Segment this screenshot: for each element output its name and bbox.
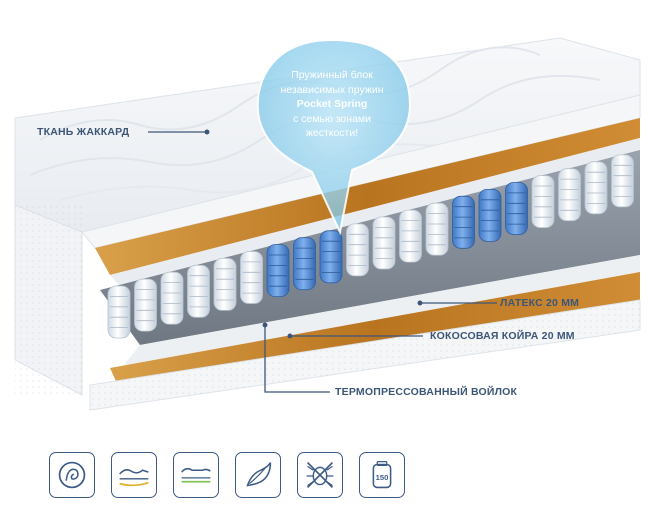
spring bbox=[372, 216, 396, 270]
natural-materials-icon bbox=[235, 452, 281, 498]
spring bbox=[399, 209, 422, 263]
orthopedic-support-icon bbox=[111, 452, 157, 498]
spring bbox=[107, 285, 131, 339]
bubble-line-2: независимых пружин bbox=[280, 83, 384, 96]
spring bbox=[452, 195, 475, 249]
spring bbox=[478, 188, 502, 242]
spring bbox=[505, 182, 528, 235]
label-felt: ТЕРМОПРЕССОВАННЫЙ ВОЙЛОК bbox=[335, 386, 518, 398]
max-load-value: 150 bbox=[376, 473, 389, 482]
spring bbox=[425, 202, 449, 256]
bubble-text: Пружинный блок независимых пружин Pocket… bbox=[262, 68, 402, 141]
callout-lines bbox=[148, 129, 497, 393]
mattress-side-panel bbox=[14, 204, 83, 396]
bubble-line-3: Pocket Spring bbox=[296, 98, 368, 110]
bubble-line-4: с семью зонами bbox=[293, 112, 371, 125]
spring bbox=[346, 223, 369, 277]
spring bbox=[134, 278, 157, 332]
label-coir: КОКОСОВАЯ КОЙРА 20 ММ bbox=[430, 330, 575, 342]
max-load-icon: 150 bbox=[359, 452, 405, 498]
pocket-springs bbox=[107, 154, 634, 339]
spring bbox=[213, 257, 237, 311]
spring bbox=[240, 251, 263, 304]
anti-mite-icon bbox=[297, 452, 343, 498]
spring bbox=[611, 154, 634, 208]
bubble-line-1: Пружинный блок bbox=[291, 69, 373, 81]
bubble-line-5: жесткости! bbox=[305, 127, 359, 139]
spring bbox=[531, 175, 555, 229]
spring bbox=[266, 244, 290, 298]
body-support-icon bbox=[173, 452, 219, 498]
spring bbox=[187, 264, 210, 318]
label-latex: ЛАТЕКС 20 ММ bbox=[500, 297, 580, 309]
spring bbox=[584, 161, 608, 215]
hypoallergenic-icon bbox=[49, 452, 95, 498]
mattress-cross-section bbox=[81, 94, 641, 411]
label-jacquard: ТКАНЬ ЖАККАРД bbox=[37, 126, 130, 138]
spring bbox=[293, 237, 316, 291]
spring bbox=[160, 271, 184, 325]
info-bubble bbox=[256, 38, 412, 236]
spring bbox=[558, 168, 581, 222]
spring bbox=[319, 230, 343, 284]
